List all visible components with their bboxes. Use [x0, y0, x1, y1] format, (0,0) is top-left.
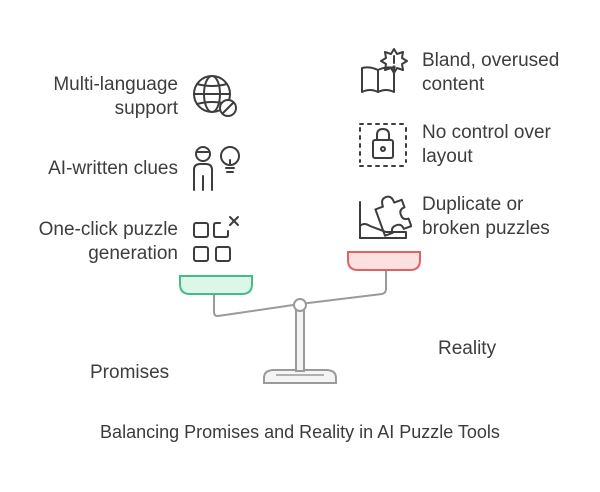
promise-item-one-click: One-click puzzle generation	[0, 218, 178, 266]
promise-item-line1: One-click puzzle	[38, 219, 178, 240]
book-alert-icon	[361, 48, 408, 93]
grid-add-icon	[193, 216, 239, 262]
scale-pivot	[293, 298, 307, 312]
promise-pan	[179, 275, 253, 295]
scale-base	[263, 369, 337, 384]
reality-item-bland: Bland, overused content	[422, 49, 592, 97]
promise-item-line1: AI-written clues	[48, 158, 178, 179]
reality-item-line2: broken puzzles	[422, 218, 550, 239]
promise-item-ai-clues: AI-written clues	[8, 157, 178, 181]
reality-item-line1: Bland, overused	[422, 50, 560, 71]
promise-item-multilanguage: Multi-language support	[8, 73, 178, 121]
reality-heading: Reality	[438, 338, 497, 359]
reality-item-line2: layout	[422, 146, 473, 167]
reality-item-line1: Duplicate or	[422, 194, 524, 215]
scale-pillar	[295, 308, 305, 372]
globe-icon	[193, 75, 237, 117]
promise-item-line1: Multi-language	[53, 74, 178, 95]
puzzle-piece-icon	[359, 195, 412, 239]
promises-heading: Promises	[90, 362, 170, 383]
person-lightbulb-icon	[193, 146, 240, 191]
promise-item-line2: generation	[88, 243, 178, 264]
reality-pan	[347, 251, 421, 271]
reality-item-duplicate: Duplicate or broken puzzles	[422, 193, 592, 241]
reality-item-line1: No control over	[422, 122, 551, 143]
lock-icon	[359, 123, 407, 167]
reality-item-line2: content	[422, 74, 485, 95]
reality-item-no-control: No control over layout	[422, 121, 592, 169]
diagram-caption: Balancing Promises and Reality in AI Puz…	[100, 422, 500, 442]
promise-item-line2: support	[114, 98, 178, 119]
